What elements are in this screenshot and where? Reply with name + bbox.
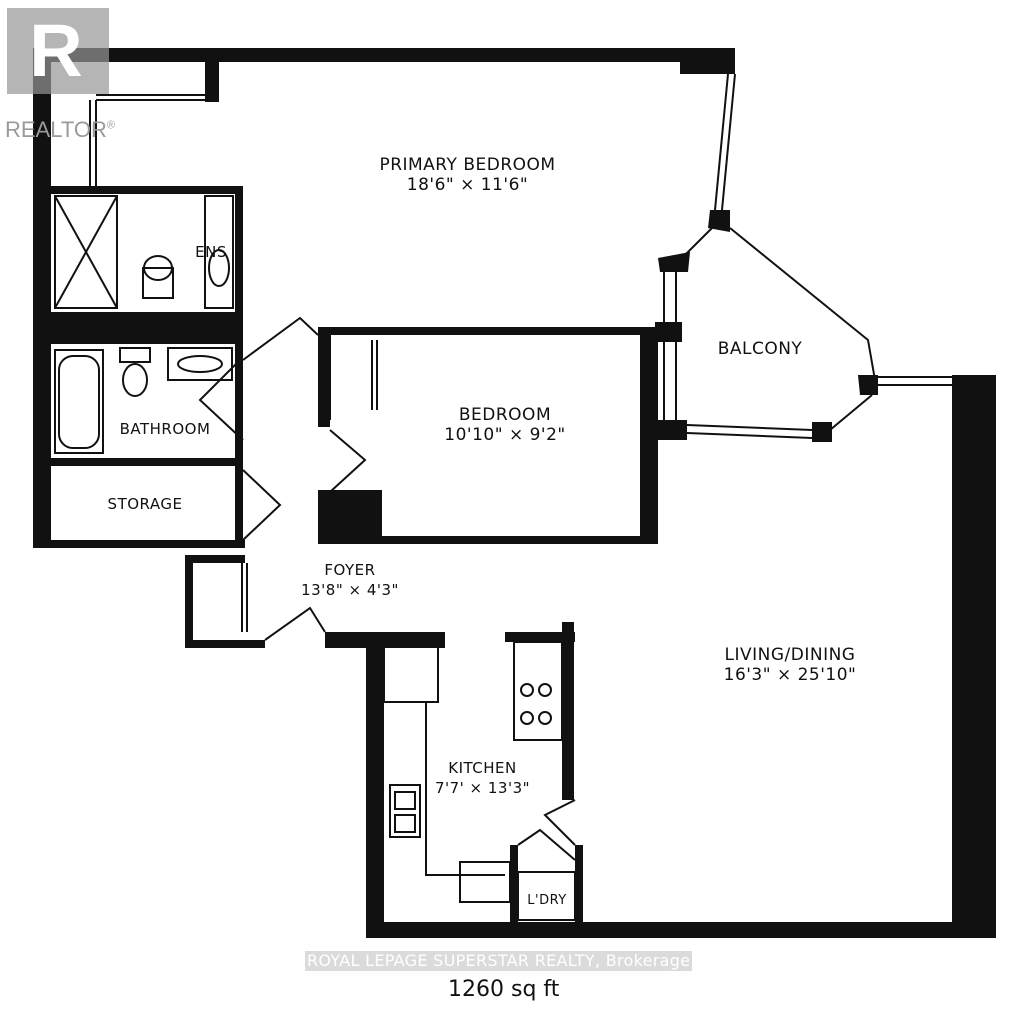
- window-primary-east: [721, 73, 736, 211]
- room-bathroom: BATHROOM: [119, 420, 211, 438]
- room-size: 7'7' × 13'3": [434, 779, 531, 797]
- room-name: PRIMARY BEDROOM: [379, 155, 556, 175]
- windows-and-fixtures: [54, 73, 952, 921]
- wall-top: [33, 48, 735, 62]
- wall-ens-top: [51, 186, 243, 194]
- room-balcony: BALCONY: [717, 339, 803, 359]
- realtor-logo-mark: R: [29, 9, 83, 92]
- room-name: LIVING/DINING: [724, 645, 856, 665]
- walls: [33, 48, 996, 938]
- wall-balcony-post2: [655, 322, 682, 342]
- room-name: FOYER: [324, 561, 376, 579]
- wall-bedroom-top: [318, 327, 658, 335]
- wall-bedroom-bottom: [318, 536, 658, 544]
- wall-bottom: [366, 922, 996, 938]
- wall-corner-ne: [680, 48, 735, 74]
- wall-kitchen-island-top: [505, 632, 575, 642]
- room-size: 10'10" × 9'2": [444, 425, 566, 445]
- wall-closet: [205, 48, 219, 102]
- wall-closet-bottom: [185, 640, 265, 648]
- room-storage: STORAGE: [107, 495, 183, 513]
- wall-bedroom-right: [640, 327, 658, 544]
- brokerage-watermark: ROYAL LEPAGE SUPERSTAR REALTY, Brokerage: [305, 951, 693, 971]
- wall-kitchen-top: [325, 632, 445, 648]
- wall-right: [952, 375, 996, 938]
- wall-ens-bottom: [51, 312, 243, 344]
- wall-balcony-post: [655, 420, 687, 440]
- wall-kitchen-right: [562, 622, 574, 800]
- wall-closet-top: [185, 555, 245, 563]
- wall-post-bal4: [812, 422, 832, 442]
- wall-kitchen-left: [366, 632, 384, 938]
- room-size: 13'8" × 4'3": [301, 581, 399, 599]
- room-kitchen: KITCHEN 7'7' × 13'3": [420, 758, 545, 798]
- wall-left: [33, 48, 51, 548]
- realtor-logo-text: REALTOR®: [5, 117, 115, 142]
- room-bedroom: BEDROOM 10'10" × 9'2": [420, 405, 590, 445]
- room-name: KITCHEN: [448, 759, 517, 777]
- wall-post-bal3: [858, 375, 878, 395]
- wall-closet-left: [185, 555, 193, 648]
- room-size: 18'6" × 11'6": [406, 175, 529, 195]
- wall-post-bal1: [708, 210, 730, 232]
- room-ensuite: ENS: [195, 243, 227, 261]
- wall-bath-bottom: [51, 458, 243, 466]
- realtor-logo-box: [7, 8, 109, 94]
- realtor-logo: R REALTOR®: [0, 4, 118, 142]
- room-living-dining: LIVING/DINING 16'3" × 25'10": [690, 645, 890, 685]
- wall-right-top: [952, 375, 996, 435]
- room-laundry: L'DRY: [527, 893, 567, 908]
- wall-laundry-right: [575, 845, 583, 925]
- wall-bedroom-left: [318, 327, 330, 427]
- balcony-rail: [729, 227, 876, 381]
- room-size: 16'3" × 25'10": [723, 665, 857, 685]
- realtor-logo-brand: REALTOR: [5, 117, 107, 142]
- room-primary-bedroom: PRIMARY BEDROOM 18'6" × 11'6": [340, 155, 595, 195]
- wall-laundry-left: [510, 845, 518, 925]
- wall-bedroom-column: [318, 490, 382, 542]
- wall-storage-bottom: [33, 540, 245, 548]
- wall-bath-right: [235, 186, 243, 546]
- room-foyer: FOYER 13'8" × 4'3": [280, 560, 420, 600]
- total-area: 1260 sq ft: [448, 977, 560, 1002]
- room-name: BEDROOM: [458, 405, 552, 425]
